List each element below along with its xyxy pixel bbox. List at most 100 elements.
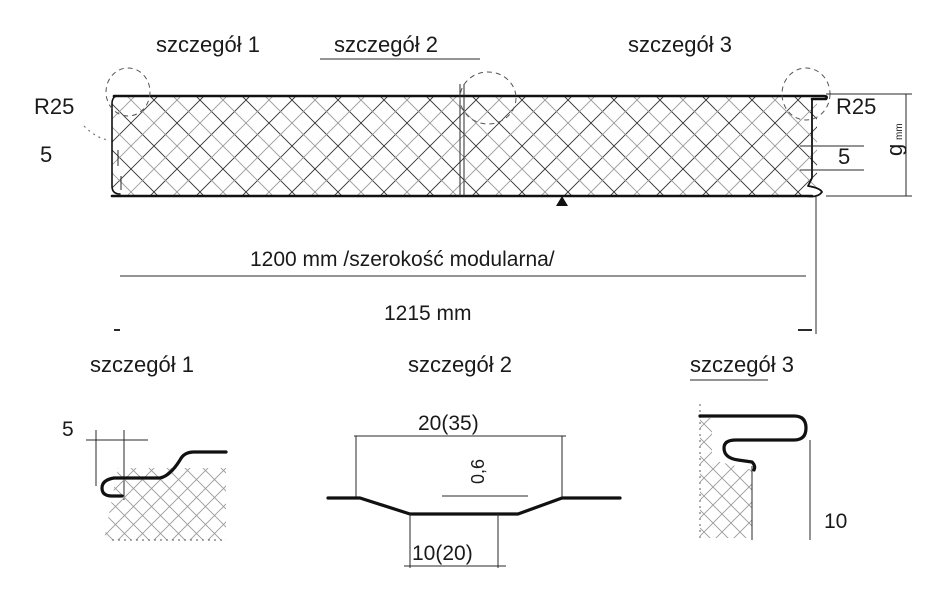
thickness-unit: mm [894, 123, 905, 140]
hatch-line [770, 96, 817, 143]
detail-2-title: szczegół 2 [408, 352, 512, 377]
hatch-line [126, 96, 228, 196]
hatch-line [220, 468, 226, 540]
hatch-line [130, 468, 226, 540]
detail-1-title: szczegół 1 [90, 352, 194, 377]
hatch-line [5, 450, 100, 545]
callout-label-2: szczegół 2 [334, 32, 438, 57]
hatch-line [112, 96, 182, 166]
panel-left-lock [111, 95, 121, 195]
hatch-line [770, 149, 817, 196]
hatch-line [104, 468, 119, 540]
hatch-line [632, 96, 734, 196]
hatch-line [220, 468, 226, 540]
hatch-line [287, 96, 389, 196]
hatch-line [202, 468, 226, 540]
detail-2-depth: 0,6 [468, 459, 488, 484]
hatch-line [149, 96, 251, 196]
detail-1: szczegół 1 5 [5, 352, 228, 545]
callout-label-1: szczegół 1 [156, 32, 260, 57]
callout-circle-2 [459, 71, 517, 125]
hatch-line [700, 418, 752, 538]
detail-3-profile [698, 414, 808, 472]
radius-label-right: R25 [836, 94, 876, 119]
detail-1-profile [100, 450, 228, 498]
detail-1-dimension: 5 [62, 418, 74, 441]
hatch-line [568, 414, 696, 542]
hatch-line [793, 96, 817, 120]
hatch-line [184, 468, 226, 540]
callout-circle-3 [781, 67, 831, 121]
detail-1-hatching [5, 450, 226, 545]
hatch-line [747, 418, 752, 538]
thickness-dimension: g mm [826, 93, 912, 197]
hatch-line [729, 418, 752, 538]
panel-right-lock [805, 99, 823, 198]
hatch-line [112, 96, 159, 143]
panel-top-facing [112, 94, 828, 101]
total-width-label: 1215 mm [384, 302, 472, 325]
hatch-line [448, 96, 550, 196]
hatch-line [402, 96, 504, 196]
hatch-line [701, 96, 803, 196]
hatch-line [568, 414, 696, 542]
hatch-line [195, 96, 297, 196]
detail-2-profile [326, 496, 622, 516]
hatch-line [333, 96, 435, 196]
hatch-line [166, 468, 226, 540]
thickness-label: g [882, 144, 907, 156]
hatch-line [678, 96, 780, 196]
hatch-line [264, 96, 366, 196]
hatch-line [112, 468, 209, 540]
hatch-line [5, 450, 100, 545]
detail-3-title: szczegół 3 [690, 352, 794, 377]
hatch-line [517, 96, 619, 196]
hatch-line [379, 96, 481, 196]
detail-3-dimension: 10 [824, 510, 847, 533]
hatch-line [747, 418, 752, 538]
hatch-line [724, 103, 817, 196]
hatch-line [471, 96, 573, 196]
hatch-line [700, 418, 715, 538]
hatch-line [172, 96, 274, 196]
hatch-line [148, 468, 226, 540]
callout-label-3: szczegół 3 [628, 32, 732, 57]
hatch-line [310, 96, 412, 196]
hatch-line [655, 96, 757, 196]
hatch-line [218, 96, 320, 196]
hatch-line [241, 96, 343, 196]
radius-label-left: R25 [34, 94, 74, 119]
hatch-line [104, 468, 137, 540]
hatch-line [586, 96, 688, 196]
hatch-line [112, 149, 159, 196]
hatch-line [700, 418, 733, 538]
detail-2-bottom-width: 10(20) [412, 542, 473, 565]
hatch-line [700, 418, 733, 538]
hatch-line [700, 418, 752, 538]
hatch-line [104, 468, 173, 540]
hatch-line [356, 96, 458, 196]
width-dimensions: 1200 mm /szerokość modularna/ 1215 mm [114, 196, 817, 334]
hatch-line [540, 96, 642, 196]
hatch-line [700, 418, 751, 538]
hatch-line [112, 172, 136, 196]
panel-core-hatching [112, 96, 817, 196]
detail-3: szczegół 3 10 [568, 352, 847, 542]
hatch-line [563, 96, 665, 196]
hatch-line [112, 96, 136, 120]
hatch-line [711, 418, 752, 538]
hatch-line [609, 96, 711, 196]
hatch-line [104, 468, 119, 540]
hatch-line [700, 418, 752, 538]
panel-section [83, 67, 831, 206]
modular-width-label: 1200 mm /szerokość modularna/ [250, 248, 555, 271]
panel-marker-icon [556, 196, 568, 206]
hatch-line [104, 468, 155, 540]
detail-2: szczegół 2 20(35) 0,6 10(20) [326, 352, 622, 568]
hatch-line [747, 126, 817, 196]
detail-2-top-width: 20(35) [418, 412, 479, 435]
hatch-line [104, 468, 191, 540]
hatch-line [700, 418, 715, 538]
callout-circle-1 [105, 67, 151, 117]
offset-label-right: 5 [838, 144, 850, 169]
